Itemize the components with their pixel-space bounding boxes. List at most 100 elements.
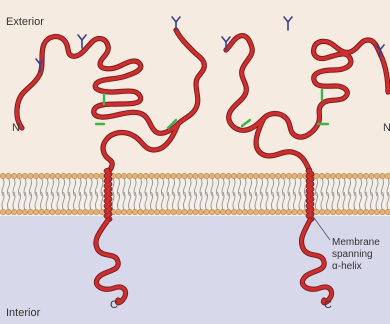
lipid-head	[281, 173, 286, 178]
lipid-head	[88, 173, 93, 178]
lipid-head	[138, 173, 143, 178]
lipid-head	[143, 209, 148, 214]
lipid-head	[330, 173, 335, 178]
transmembrane-helix-right	[308, 170, 312, 220]
lipid-head	[286, 173, 291, 178]
lipid-head	[187, 209, 192, 214]
lipid-head	[116, 209, 121, 214]
lipid-head	[0, 173, 5, 178]
lipid-head	[336, 209, 341, 214]
lipid-head	[17, 209, 22, 214]
lipid-head	[297, 173, 302, 178]
lipid-bilayer	[0, 172, 390, 216]
lipid-head	[341, 173, 346, 178]
lipid-head	[314, 173, 319, 178]
lipid-head	[259, 209, 264, 214]
helix-label-line-1: Membrane	[332, 237, 380, 249]
n-terminus-left-label: N	[12, 122, 20, 134]
lipid-head	[50, 209, 55, 214]
lipid-head	[369, 209, 374, 214]
lipid-head	[66, 209, 71, 214]
lipid-head	[270, 173, 275, 178]
lipid-head	[22, 173, 27, 178]
lipid-head	[22, 209, 27, 214]
lipid-head	[6, 209, 11, 214]
lipid-head	[314, 209, 319, 214]
lipid-head	[209, 173, 214, 178]
lipid-head	[72, 209, 77, 214]
lipid-head	[231, 173, 236, 178]
lipid-head	[44, 209, 49, 214]
transmembrane-helix-left	[106, 170, 110, 220]
lipid-head	[385, 173, 390, 178]
lipid-head	[55, 209, 60, 214]
lipid-head	[380, 173, 385, 178]
lipid-head	[220, 173, 225, 178]
lipid-head	[149, 209, 154, 214]
lipid-head	[204, 173, 209, 178]
lipid-head	[55, 173, 60, 178]
lipid-head	[193, 173, 198, 178]
lipid-head	[121, 209, 126, 214]
lipid-head	[259, 173, 264, 178]
lipid-head	[154, 209, 159, 214]
lipid-head	[116, 173, 121, 178]
lipid-head	[220, 209, 225, 214]
lipid-head	[171, 173, 176, 178]
lipid-head	[319, 173, 324, 178]
lipid-head	[352, 209, 357, 214]
lipid-head	[374, 209, 379, 214]
lipid-head	[187, 173, 192, 178]
lipid-head	[160, 209, 165, 214]
lipid-head	[83, 209, 88, 214]
lipid-head	[253, 209, 258, 214]
lipid-head	[50, 173, 55, 178]
lipid-head	[165, 173, 170, 178]
lipid-head	[160, 173, 165, 178]
lipid-head	[149, 173, 154, 178]
lipid-head	[77, 173, 82, 178]
lipid-head	[347, 209, 352, 214]
lipid-head	[17, 173, 22, 178]
lipid-head	[198, 209, 203, 214]
lipid-head	[204, 209, 209, 214]
lipid-head	[171, 209, 176, 214]
lipid-head	[176, 209, 181, 214]
membrane-helix-label: Membrane spanning α-helix	[332, 237, 380, 273]
lipid-head	[231, 209, 236, 214]
lipid-head	[237, 173, 242, 178]
c-terminus-right-label: C	[324, 299, 332, 311]
lipid-head	[363, 209, 368, 214]
lipid-head	[83, 173, 88, 178]
lipid-head	[325, 209, 330, 214]
lipid-head	[281, 209, 286, 214]
lipid-head	[39, 173, 44, 178]
lipid-head	[61, 173, 66, 178]
lipid-head	[121, 173, 126, 178]
lipid-head	[358, 173, 363, 178]
c-terminus-left-label: C	[110, 299, 118, 311]
interior-label: Interior	[6, 307, 40, 319]
lipid-head	[248, 209, 253, 214]
lipid-head	[264, 173, 269, 178]
helix-label-line-2: spanning	[332, 249, 380, 261]
helix-label-line-3: α-helix	[332, 261, 380, 273]
lipid-head	[28, 209, 33, 214]
lipid-head	[94, 209, 99, 214]
lipid-head	[275, 173, 280, 178]
lipid-head	[127, 173, 132, 178]
lipid-head	[374, 173, 379, 178]
lipid-head	[0, 209, 5, 214]
lipid-head	[72, 173, 77, 178]
lipid-head	[248, 173, 253, 178]
lipid-head	[363, 173, 368, 178]
lipid-head	[209, 209, 214, 214]
lipid-head	[33, 173, 38, 178]
lipid-head	[66, 173, 71, 178]
lipid-head	[61, 209, 66, 214]
lipid-head	[319, 209, 324, 214]
lipid-head	[215, 209, 220, 214]
lipid-head	[132, 173, 137, 178]
